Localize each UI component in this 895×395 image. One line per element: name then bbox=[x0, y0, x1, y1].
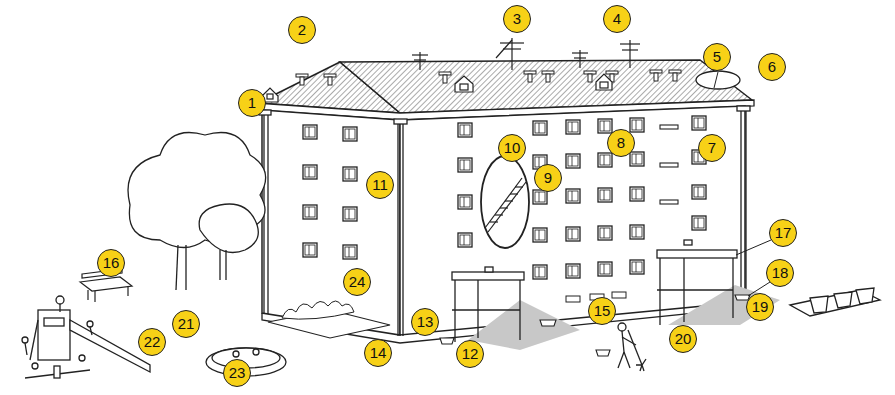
entrance-shadow bbox=[468, 300, 580, 350]
entrance-canopy bbox=[452, 240, 737, 342]
roof-vents bbox=[296, 70, 681, 85]
callout-number: 5 bbox=[703, 43, 731, 71]
callout-number: 6 bbox=[758, 53, 786, 81]
callout-number: 15 bbox=[588, 297, 616, 325]
hatch-detail bbox=[714, 72, 718, 88]
callout-number: 11 bbox=[366, 171, 394, 199]
janitor bbox=[618, 323, 646, 371]
stair-cutaway bbox=[481, 156, 529, 248]
callout-number: 23 bbox=[223, 359, 251, 387]
callout-number: 4 bbox=[603, 5, 631, 33]
waste-bins bbox=[790, 288, 880, 316]
callout-number: 24 bbox=[343, 268, 371, 296]
callout-number: 19 bbox=[746, 293, 774, 321]
benches-small bbox=[440, 295, 750, 356]
callout-number: 17 bbox=[769, 219, 797, 247]
callout-number: 3 bbox=[503, 5, 531, 33]
callout-number: 16 bbox=[97, 249, 125, 277]
stairs bbox=[485, 178, 526, 232]
side-facade bbox=[262, 110, 400, 335]
callout-number: 9 bbox=[534, 164, 562, 192]
entrance-shadow bbox=[668, 285, 780, 325]
stair-windows bbox=[660, 125, 678, 204]
tree bbox=[128, 133, 266, 291]
callout-number: 8 bbox=[607, 129, 635, 157]
slide bbox=[22, 296, 150, 378]
callout-number: 14 bbox=[364, 339, 392, 367]
roof-hatch bbox=[696, 71, 740, 89]
callout-number: 13 bbox=[411, 308, 439, 336]
shrubs bbox=[282, 301, 354, 319]
callout-number: 21 bbox=[172, 310, 200, 338]
callout-number: 18 bbox=[766, 259, 794, 287]
antennas bbox=[412, 38, 640, 70]
callout-number: 7 bbox=[698, 134, 726, 162]
main-facade bbox=[400, 106, 745, 335]
callout-number: 12 bbox=[456, 340, 484, 368]
callout-number: 20 bbox=[669, 325, 697, 353]
downpipes bbox=[259, 106, 750, 336]
callout-number: 1 bbox=[238, 89, 266, 117]
callout-number: 2 bbox=[288, 16, 316, 44]
callout-number: 10 bbox=[498, 134, 526, 162]
dormers bbox=[262, 74, 612, 102]
callout-number: 22 bbox=[138, 328, 166, 356]
side-windows bbox=[303, 125, 357, 259]
